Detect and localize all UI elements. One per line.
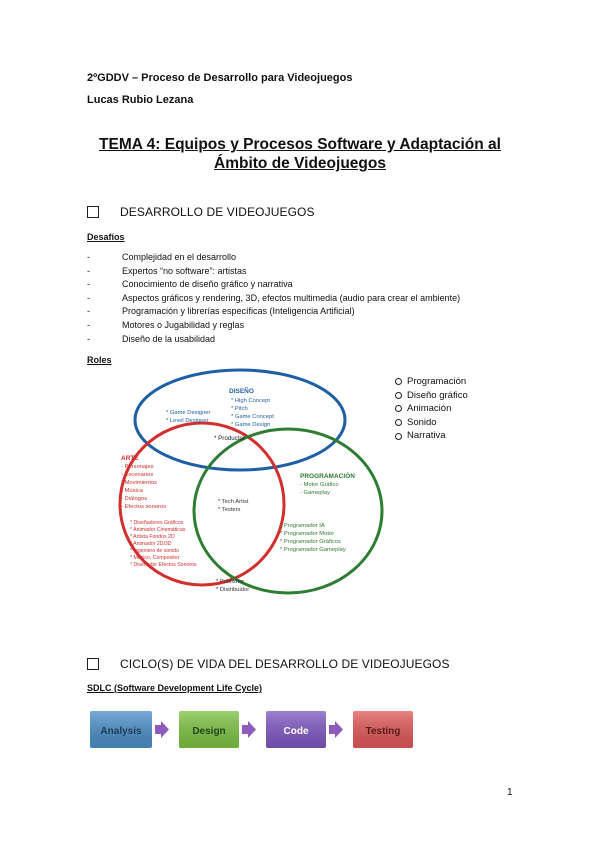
checkbox-icon xyxy=(87,206,99,218)
center-item: * Productor xyxy=(214,435,245,442)
circle-bullet-icon xyxy=(395,405,402,413)
arte-item: - Escenarios xyxy=(121,472,153,478)
list-item: Animación xyxy=(395,402,468,416)
diseno-circle xyxy=(133,368,347,472)
diseno-arte-item: * Level Designer xyxy=(166,418,209,424)
arte-role: * Artista Fondos 2D xyxy=(130,534,175,540)
arte-role: * Músico, Compositor xyxy=(130,555,180,561)
sdlc-step-design: Design xyxy=(179,711,239,748)
section-heading-ciclo: CICLO(S) DE VIDA DEL DESARROLLO DE VIDEO… xyxy=(87,657,450,671)
diseno-item: * Game Design xyxy=(231,422,270,428)
section-heading-text: DESARROLLO DE VIDEOJUEGOS xyxy=(120,205,315,219)
arte-role: * Ingeniero de sonido xyxy=(130,548,179,554)
programacion-role: * Programador Motor xyxy=(280,531,334,537)
diseno-item: * High Concept xyxy=(231,398,270,404)
arte-item: - Diálogos xyxy=(121,496,147,502)
list-item: Programación xyxy=(395,375,468,389)
list-item: -Complejidad en el desarrollo xyxy=(87,252,237,262)
list-item: -Motores o Jugabilidad y reglas xyxy=(87,319,245,330)
desafios-label: Desafíos xyxy=(87,232,125,242)
programacion-circle xyxy=(192,427,384,595)
arte-role: * Animador Cinemáticas xyxy=(130,527,186,533)
title-line-2: Ámbito de Videojuegos xyxy=(214,155,386,172)
programacion-role: * Programador Gráficos xyxy=(280,539,341,545)
sdlc-step-code: Code xyxy=(266,711,326,748)
course-title: 2ºGDDV – Proceso de Desarrollo para Vide… xyxy=(87,72,353,84)
circle-bullet-icon xyxy=(395,419,402,427)
circle-bullet-icon xyxy=(395,391,402,399)
programacion-item: - Motor Gráfico xyxy=(300,482,339,488)
page-title: TEMA 4: Equipos y Procesos Software y Ad… xyxy=(60,135,540,173)
roles-label: Roles xyxy=(87,355,112,365)
step-label: Design xyxy=(192,726,225,737)
outside-item: * Publisher xyxy=(216,579,244,585)
arte-item: - Música xyxy=(121,488,144,494)
arte-item: - Efectos sonoros xyxy=(121,504,166,510)
step-label: Code xyxy=(284,726,309,737)
diseno-item: * Game Concept xyxy=(231,414,274,420)
list-item: Diseño gráfico xyxy=(395,389,468,403)
programacion-title: PROGRAMACIÓN xyxy=(300,471,355,480)
desafios-list: -Complejidad en el desarrollo -Expertos … xyxy=(87,251,460,346)
programacion-role: * Programador Gameplay xyxy=(280,547,346,553)
list-item: -Conocimiento de diseño gráfico y narrat… xyxy=(87,279,293,290)
outside-item: * Distribuidor xyxy=(216,587,249,593)
arrow-right-icon xyxy=(155,721,169,738)
checkbox-icon xyxy=(87,658,99,670)
arrow-right-icon xyxy=(242,721,256,738)
arte-item: - Personajes xyxy=(121,464,154,470)
author-name: Lucas Rubio Lezana xyxy=(87,94,194,106)
arte-title: ARTE xyxy=(121,455,139,462)
diseno-title: DISEÑO xyxy=(229,386,254,395)
list-item: -Expertos “no software”: artistas xyxy=(87,265,247,276)
arte-prog-item: * Tech Artist xyxy=(218,499,249,505)
section-heading-text: CICLO(S) DE VIDA DEL DESARROLLO DE VIDEO… xyxy=(120,657,450,671)
section-heading-desarrollo: DESARROLLO DE VIDEOJUEGOS xyxy=(87,205,315,219)
list-item: Sonido xyxy=(395,416,468,430)
diseno-arte-item: * Game Designer xyxy=(166,410,211,416)
diseno-item: * Pitch xyxy=(231,406,248,412)
arte-role: * Diseñadores Gráficos xyxy=(130,520,184,526)
sdlc-flow-diagram: Analysis Design Code Testing xyxy=(90,711,413,748)
title-line-1: TEMA 4: Equipos y Procesos Software y Ad… xyxy=(99,136,501,153)
circle-bullet-icon xyxy=(395,432,402,440)
sdlc-step-analysis: Analysis xyxy=(90,711,152,748)
arte-prog-item: * Testers xyxy=(218,507,241,513)
roles-venn-diagram: DISEÑO * High Concept * Pitch * Game Con… xyxy=(118,368,384,595)
roles-list: Programación Diseño gráfico Animación So… xyxy=(395,375,468,443)
step-label: Analysis xyxy=(100,726,142,737)
circle-bullet-icon xyxy=(395,378,402,386)
sdlc-label: SDLC (Software Development Life Cycle) xyxy=(87,683,263,693)
arte-role: * Diseñador Efectos Sonoros xyxy=(130,562,197,568)
programacion-item: - Gameplay xyxy=(300,490,330,496)
arte-role: * Animador 2D/3D xyxy=(130,541,172,547)
arrow-right-icon xyxy=(329,721,343,738)
arte-item: - Movimientos xyxy=(121,480,157,486)
list-item: -Diseño de la usabilidad xyxy=(87,333,216,344)
list-item: -Aspectos gráficos y rendering, 3D, efec… xyxy=(87,292,461,303)
sdlc-step-testing: Testing xyxy=(353,711,413,748)
programacion-role: * Programador IA xyxy=(280,523,325,529)
list-item: -Programación y librerías específicas (I… xyxy=(87,306,355,317)
arte-circle xyxy=(118,421,286,587)
step-label: Testing xyxy=(366,726,401,737)
page-number: 1 xyxy=(507,787,513,798)
list-item: Narrativa xyxy=(395,429,468,443)
